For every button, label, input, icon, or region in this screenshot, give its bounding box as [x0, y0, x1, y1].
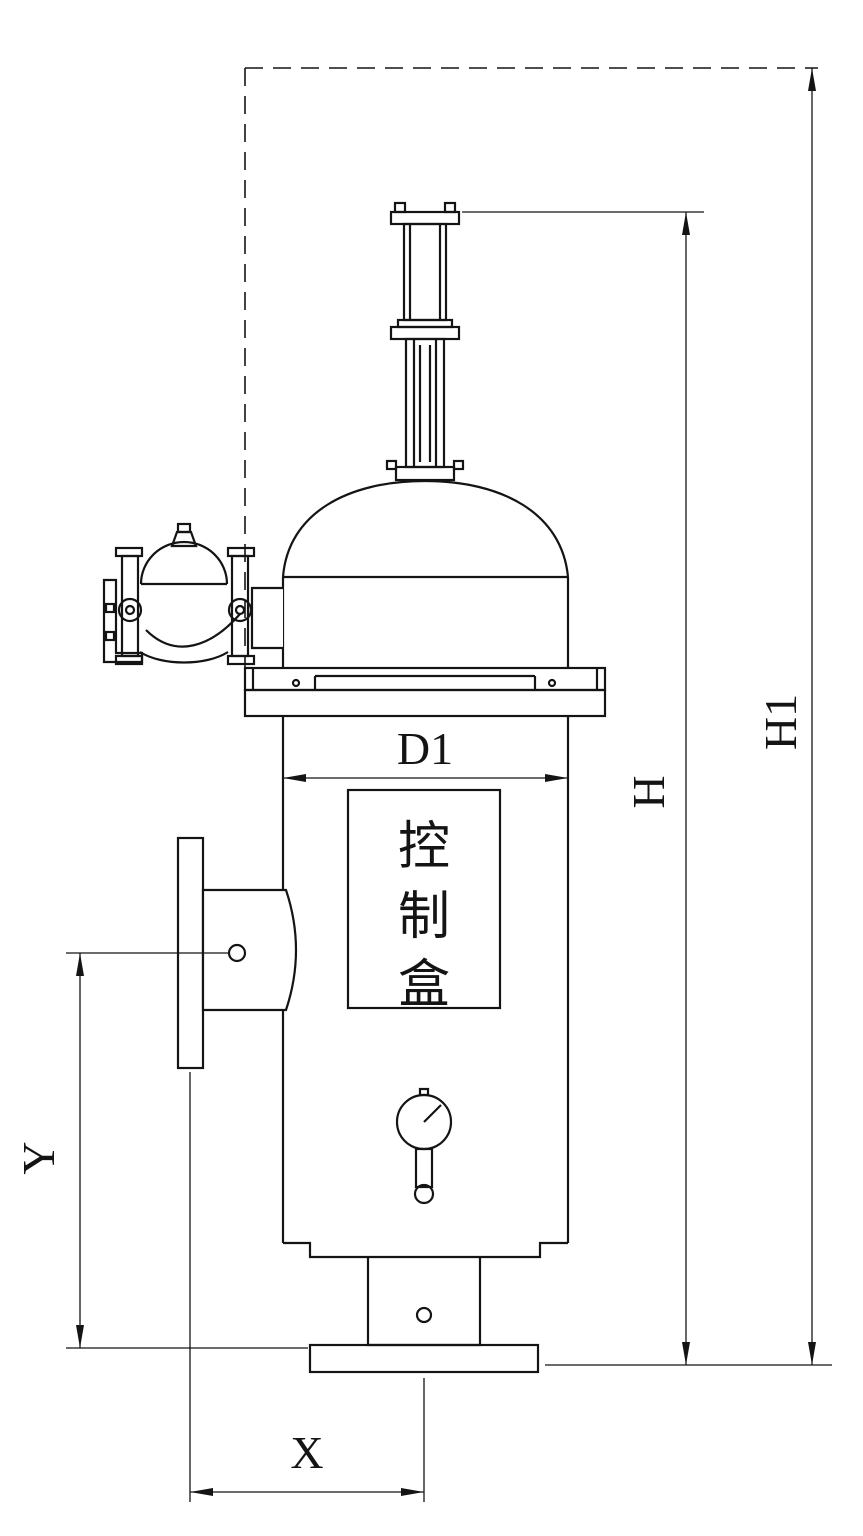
control-box-outline — [346, 788, 502, 1010]
d1-arrow-right — [545, 774, 568, 782]
side-valve-assembly — [114, 522, 283, 666]
gauge-needle — [423, 1104, 442, 1123]
gauge-drain-ball — [413, 1183, 435, 1205]
top-cap-flange — [389, 210, 461, 226]
x-arrow-left — [190, 1488, 213, 1496]
dimension-x: X — [189, 1072, 425, 1502]
control-box-char-2: 制 — [398, 888, 450, 946]
support-pedestal — [366, 1257, 482, 1347]
valve-bolt-left — [117, 597, 143, 623]
gauge-stem — [414, 1147, 434, 1189]
h1-arrow-up — [808, 68, 816, 91]
valve-knob — [170, 530, 198, 548]
top-valve-stack — [385, 201, 465, 482]
h-arrow-down — [682, 1342, 690, 1365]
body-flange — [243, 666, 607, 718]
control-box: 控 制 盒 — [346, 788, 502, 1014]
bracket-hole-bottom — [104, 630, 116, 642]
inlet-pipe — [201, 888, 298, 1012]
x-label: X — [290, 1427, 323, 1478]
control-box-char-3: 盒 — [398, 956, 450, 1014]
y-arrow-up — [76, 953, 84, 976]
bracket-hole-top — [104, 602, 116, 614]
h1-arrow-down — [808, 1342, 816, 1365]
valve-bolt-right — [227, 597, 253, 623]
h-arrow-up — [682, 212, 690, 235]
base-bolt-right — [452, 459, 465, 471]
valve-stub — [250, 586, 283, 650]
lower-tube — [404, 337, 446, 469]
valve-knob-cap — [176, 522, 192, 534]
h-label: H — [623, 775, 674, 808]
h1-label: H1 — [755, 694, 806, 750]
base-bolt-left — [385, 459, 398, 471]
dome-head — [281, 479, 570, 668]
x-arrow-right — [401, 1488, 424, 1496]
base-flange — [308, 1343, 540, 1374]
y-arrow-down — [76, 1325, 84, 1348]
y-label: Y — [13, 1141, 64, 1174]
pressure-gauge — [395, 1087, 453, 1205]
dimension-d1: D1 — [283, 723, 568, 782]
d1-arrow-left — [283, 774, 306, 782]
dimension-h1: H1 — [755, 68, 816, 1365]
mounting-bracket — [102, 578, 144, 664]
mid-flange — [389, 325, 461, 341]
d1-label: D1 — [397, 723, 453, 774]
valve-bonnet — [139, 540, 229, 585]
flange-bolt-right — [547, 678, 557, 688]
dimension-h: H — [462, 211, 832, 1366]
pedestal-hole — [415, 1306, 433, 1324]
envelope-dashed-lines — [244, 67, 818, 668]
dimension-y: Y — [13, 952, 308, 1349]
top-bolt-left — [393, 201, 407, 214]
stack-base-flange — [394, 465, 456, 482]
control-box-char-1: 控 — [398, 818, 450, 876]
flange-bolt-left — [291, 678, 301, 688]
top-bolt-right — [443, 201, 457, 214]
